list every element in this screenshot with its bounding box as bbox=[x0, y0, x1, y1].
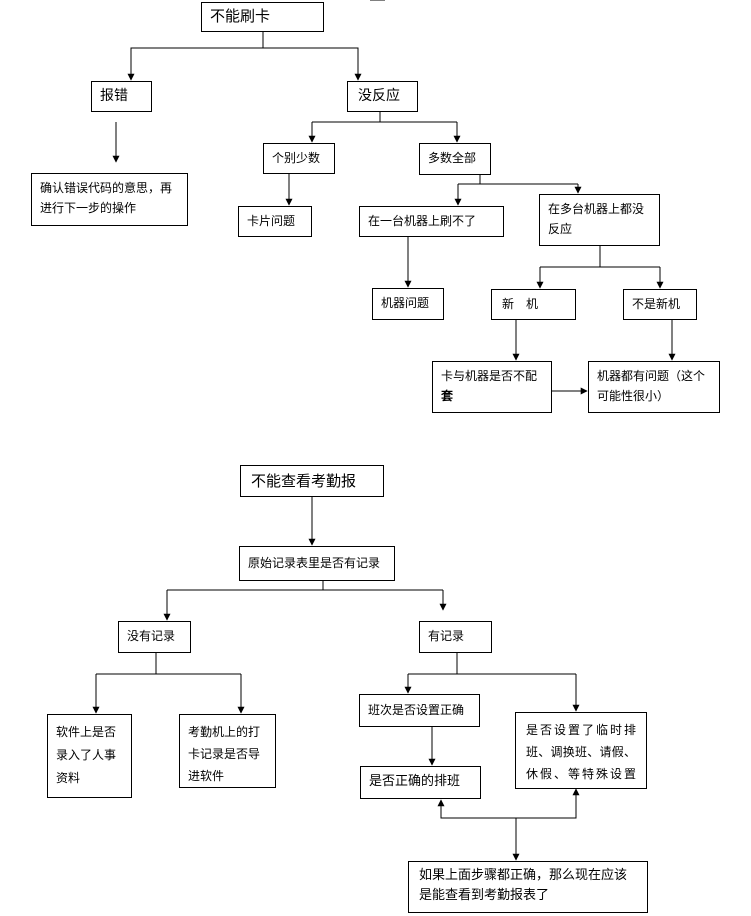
node-no-response: 没反应 bbox=[347, 81, 418, 112]
connector-final-to-schedule bbox=[437, 799, 516, 819]
node-cannot-swipe-card: 不能刷卡 bbox=[201, 2, 324, 32]
node-final-conclusion: 如果上面步骤都正确，那么现在应该 是能查看到考勤报表了 bbox=[408, 861, 648, 913]
node-new-machine: 新 机 bbox=[491, 289, 576, 320]
node-not-new-machine: 不是新机 bbox=[623, 289, 697, 320]
node-special-settings-check: 是否设置了临时排 班、调换班、请假、 休假、等特殊设置 bbox=[515, 712, 647, 789]
node-multi-machine-no-response: 在多台机器上都没 反应 bbox=[539, 194, 660, 246]
node-device-records-imported: 考勤机上的打 卡记录是否导 进软件 bbox=[179, 714, 276, 788]
connector-final-to-special bbox=[516, 788, 580, 819]
node-card-problem: 卡片问题 bbox=[238, 206, 312, 237]
node-no-record: 没有记录 bbox=[118, 621, 191, 653]
node-one-machine-fail: 在一台机器上刷不了 bbox=[359, 206, 504, 237]
node-report-error: 报错 bbox=[91, 81, 152, 112]
node-software-personnel-data: 软件上是否 录入了人事 资料 bbox=[47, 714, 132, 798]
node-correct-schedule-check: 是否正确的排班 bbox=[360, 766, 481, 799]
node-card-machine-mismatch: 卡与机器是否不配 套 bbox=[432, 361, 552, 413]
node-raw-records-check: 原始记录表里是否有记录 bbox=[239, 546, 395, 581]
node-all-machines-faulty: 机器都有问题（这个 可能性很小） bbox=[588, 361, 720, 413]
node-cannot-view-attendance: 不能查看考勤报 bbox=[240, 465, 384, 497]
node-shift-setting-check: 班次是否设置正确 bbox=[359, 694, 480, 727]
node-has-record: 有记录 bbox=[419, 621, 492, 653]
connector-root-to-no-response bbox=[263, 47, 362, 81]
node-confirm-error-code: 确认错误代码的意思，再 进行下一步的操作 bbox=[31, 173, 188, 226]
node-few: 个别少数 bbox=[263, 143, 335, 174]
node-machine-problem: 机器问题 bbox=[372, 288, 444, 320]
node-majority: 多数全部 bbox=[419, 143, 491, 175]
connector-root-to-report-error bbox=[127, 31, 264, 81]
